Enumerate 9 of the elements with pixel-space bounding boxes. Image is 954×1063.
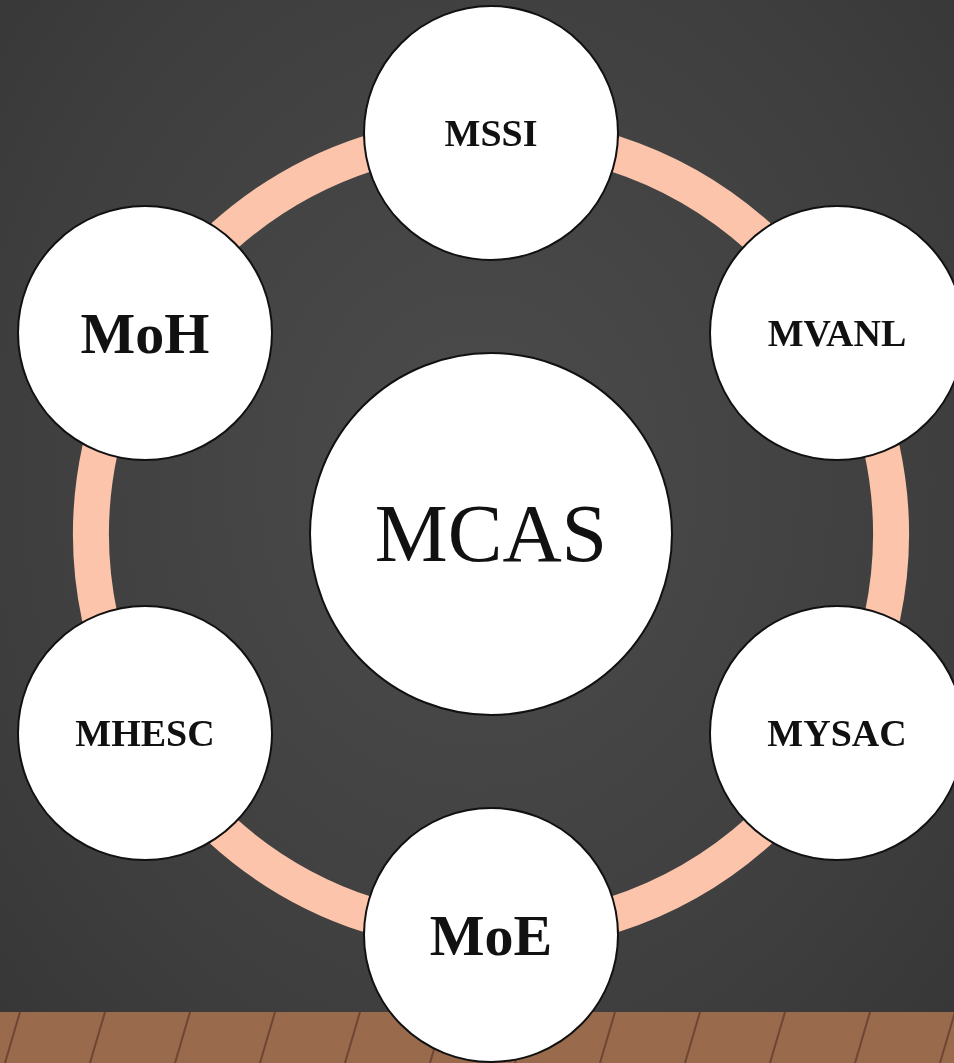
- node-label: MHESC: [75, 711, 215, 755]
- node-label: MCAS: [374, 487, 608, 581]
- node-label: MVANL: [767, 311, 907, 355]
- ring-arc: [864, 445, 909, 621]
- node-label: MSSI: [444, 111, 538, 155]
- ring-arc: [73, 445, 118, 621]
- node-label: MoE: [429, 901, 553, 969]
- node-label: MYSAC: [767, 711, 907, 755]
- node-label: MoH: [80, 299, 210, 367]
